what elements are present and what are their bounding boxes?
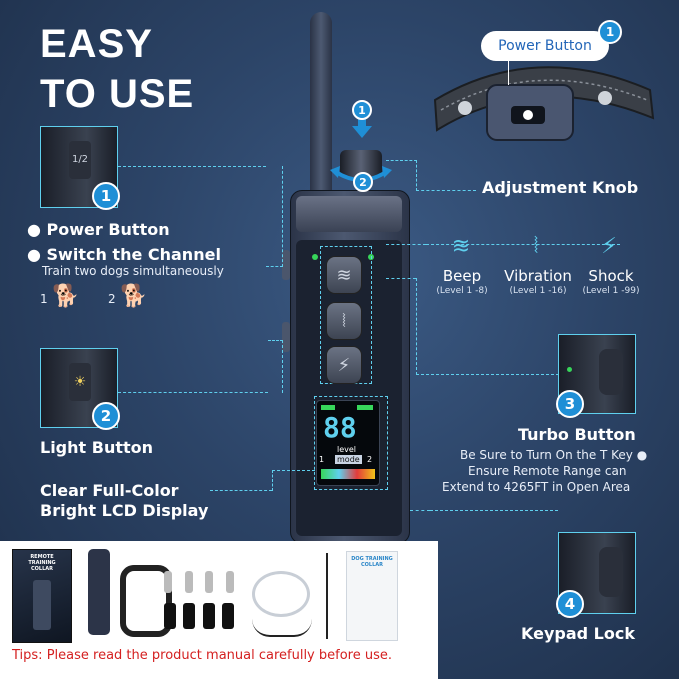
package-manual: DOG TRAINING COLLAR [346, 551, 398, 641]
collar-image [433, 66, 655, 141]
functions-leader-line [386, 244, 426, 245]
lcd-mode-label: mode [335, 455, 362, 464]
package-contents-panel: REMOTE TRAINING COLLAR DOG TRAINING COLL… [0, 541, 438, 679]
knob-step-1: 1 [352, 100, 372, 120]
keypad-leader-line-2 [430, 510, 558, 571]
lcd-level-label: level [337, 445, 357, 454]
shock-level: (Level 1 -99) [582, 286, 640, 296]
package-lanyard [326, 553, 328, 639]
feature-1-leader-line-2 [266, 166, 283, 267]
feature-1-number: 1 [92, 182, 120, 210]
collar-callout-number: 1 [598, 20, 622, 44]
tips-prefix: Tips: [12, 648, 43, 663]
feature-1-subtext: Train two dogs simultaneously [42, 264, 224, 278]
headline-line2: TO USE [40, 72, 195, 116]
shock-label: Shock [588, 267, 634, 285]
knob-leader-line [386, 160, 417, 191]
power-button-label: Power Button [46, 220, 170, 239]
dog-icon-1: 🐕 [52, 284, 80, 309]
shock-icon: ⚡ [601, 234, 617, 259]
vibration-level: (Level 1 -16) [509, 286, 567, 296]
turbo-number: 3 [556, 390, 584, 418]
channel-1-number: 1 [40, 292, 48, 306]
package-charging-cable [252, 619, 312, 637]
turbo-leader-line-2 [416, 278, 559, 375]
lcd-signal-bar [321, 405, 335, 410]
dog-icon-2: 🐕 [120, 284, 148, 309]
tips-message: Please read the product manual carefully… [46, 648, 392, 663]
sound-wave-icon: ≋ [336, 264, 352, 286]
feature-2-leader-line-2 [268, 340, 283, 393]
beep-icon: ≋ [451, 234, 471, 259]
press-arrow-shaft [358, 118, 366, 128]
switch-channel-label: Switch the Channel [46, 245, 221, 264]
feature-2-number: 2 [92, 402, 120, 430]
lcd-leader-line [210, 490, 272, 491]
tips-text: Tips: Please read the product manual car… [12, 648, 392, 663]
vibration-function-icon: ⦚ [533, 234, 539, 259]
beep-level: (Level 1 -8) [436, 286, 488, 296]
collar-power-label: Power Button [481, 31, 609, 61]
feature-1-bullet-2: ● Switch the Channel [27, 245, 221, 264]
lcd-channel-2: 2 [367, 455, 373, 464]
lcd-highlight [314, 396, 388, 490]
knob-leader-line-2 [416, 190, 476, 191]
remote-antenna [310, 12, 332, 212]
beep-button[interactable]: ≋ [326, 256, 362, 294]
feature-1-bullet-1: ● Power Button [27, 220, 170, 239]
vibration-icon: ⦚ [342, 310, 346, 332]
manual-title: DOG TRAINING COLLAR [351, 556, 393, 568]
remote-side-button-2[interactable] [282, 322, 290, 352]
beep-label: Beep [442, 267, 482, 285]
feature-1-leader-line [118, 166, 266, 167]
package-silicone-caps [164, 603, 234, 633]
light-button-label: Light Button [40, 438, 154, 457]
knob-label: Adjustment Knob [482, 178, 639, 197]
vibration-label: Vibration [504, 267, 572, 285]
lcd-digits: 88 [323, 411, 357, 444]
lcd-battery-bar [357, 405, 373, 410]
turbo-label: Turbo Button [518, 425, 636, 444]
turbo-line3: Extend to 4265FT in Open Area [442, 480, 631, 494]
feature-2-leader-line [118, 392, 268, 393]
turbo-line1: Be Sure to Turn On the T Key ● [460, 448, 648, 462]
keypad-leader-line [410, 510, 430, 511]
remote-top-cap [296, 196, 402, 232]
package-contact-points [164, 571, 234, 595]
turbo-line2: Ensure Remote Range can [468, 464, 627, 478]
lightning-icon: ⚡ [337, 354, 351, 376]
collar-callout-line [508, 61, 509, 85]
lcd-channel-1: 1 [319, 455, 325, 464]
turbo-leader-line [386, 278, 416, 279]
package-test-light [252, 571, 310, 617]
light-bulb-icon: ☀ [69, 363, 91, 401]
product-box: REMOTE TRAINING COLLAR [12, 549, 72, 643]
press-arrow-icon [352, 126, 372, 138]
keypad-label: Keypad Lock [521, 624, 635, 643]
package-remote [88, 549, 110, 635]
lcd-feature-line2: Bright LCD Display [40, 501, 209, 520]
remote-face: ≋ ⦚ ⚡ 88 level 1 mode 2 [296, 240, 402, 536]
channel-2-number: 2 [108, 292, 116, 306]
lcd-screen: 88 level 1 mode 2 [316, 400, 380, 486]
knob-step-2: 2 [353, 172, 373, 192]
remote-side-button-1[interactable] [282, 250, 290, 280]
status-led-left [312, 254, 318, 260]
light-button-thumbnail: ☀ [40, 348, 118, 428]
box-title: REMOTE TRAINING COLLAR [28, 554, 56, 572]
lcd-leader-line-2 [272, 470, 315, 491]
keypad-number: 4 [556, 590, 584, 618]
lcd-icon-row [321, 469, 375, 479]
package-collar [120, 565, 172, 637]
headline-line1: EASY [40, 22, 153, 66]
shock-button[interactable]: ⚡ [326, 346, 362, 384]
functions-leader-line-2 [426, 244, 620, 245]
lcd-feature-line1: Clear Full-Color [40, 481, 179, 500]
vibration-button[interactable]: ⦚ [326, 302, 362, 340]
